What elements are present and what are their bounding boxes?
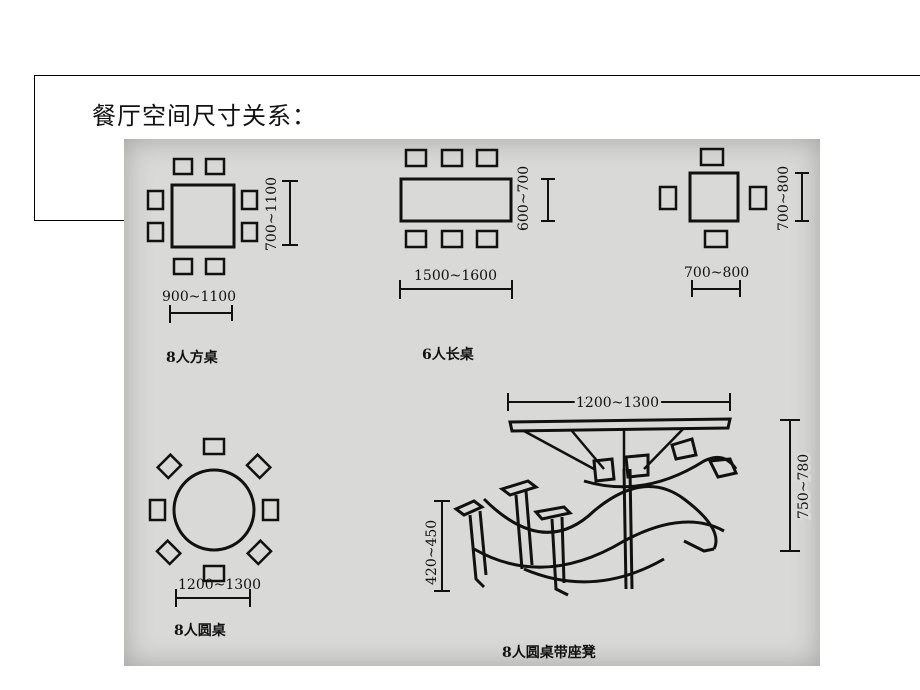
slide-title: 餐厅空间尺寸关系： bbox=[92, 102, 317, 130]
round-table-8-caption: 8人圆桌 bbox=[174, 622, 227, 639]
round-table-stools-height-label: 750~780 bbox=[796, 454, 812, 519]
square-table-8-drawing bbox=[146, 157, 298, 323]
diagram-svg: 700~1100 900~1100 8人方桌 600~700 1500~1600… bbox=[146, 147, 815, 661]
square-table-4-width-label: 700~800 bbox=[684, 265, 749, 281]
frame-top-line bbox=[34, 75, 920, 76]
frame-left-line bbox=[34, 75, 35, 221]
frame-bottom-line bbox=[34, 220, 124, 221]
long-table-6-caption: 6人长桌 bbox=[422, 346, 475, 363]
long-table-6-drawing bbox=[399, 148, 555, 299]
dining-dimension-diagram: 700~1100 900~1100 8人方桌 600~700 1500~1600… bbox=[124, 139, 820, 666]
square-table-8-depth-label: 700~1100 bbox=[264, 177, 280, 251]
square-table-8-width-label: 900~1100 bbox=[162, 289, 236, 305]
long-table-6-depth-label: 600~700 bbox=[516, 166, 532, 231]
square-table-4-depth-label: 700~800 bbox=[776, 166, 792, 231]
long-table-6-width-label: 1500~1600 bbox=[414, 268, 497, 284]
round-table-stools-caption: 8人圆桌带座凳 bbox=[502, 644, 597, 661]
round-table-8-drawing bbox=[148, 437, 280, 607]
square-table-8-caption: 8人方桌 bbox=[166, 349, 219, 366]
round-table-stools-top-label: 1200~1300 bbox=[576, 395, 659, 411]
square-table-4-drawing bbox=[658, 147, 809, 297]
round-table-8-diameter-label: 1200~1300 bbox=[178, 577, 261, 593]
round-table-with-stools-drawing bbox=[434, 393, 800, 597]
round-table-stools-seat-label: 420~450 bbox=[424, 520, 440, 585]
